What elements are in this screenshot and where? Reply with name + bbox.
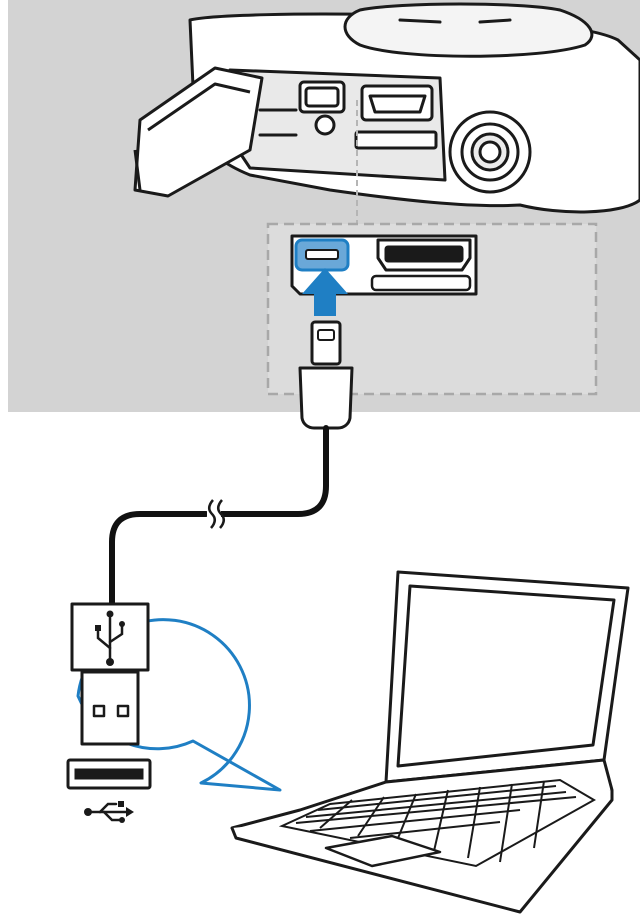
usb-cable (109, 425, 329, 607)
camera-body (188, 2, 640, 214)
usb-symbol-icon (84, 801, 134, 823)
arrow-up-icon (302, 268, 348, 316)
usb-a-receptacle (66, 758, 152, 790)
cable-break-icon (207, 499, 225, 529)
mini-usb-plug (298, 320, 354, 430)
usb-symbol-icon (95, 610, 125, 666)
laptop-screen (396, 584, 616, 768)
laptop (230, 570, 630, 914)
zoomed-port-plate (290, 234, 478, 296)
laptop-touchpad (324, 834, 442, 868)
camera-port-door (133, 66, 264, 198)
laptop-keyboard (278, 778, 597, 868)
